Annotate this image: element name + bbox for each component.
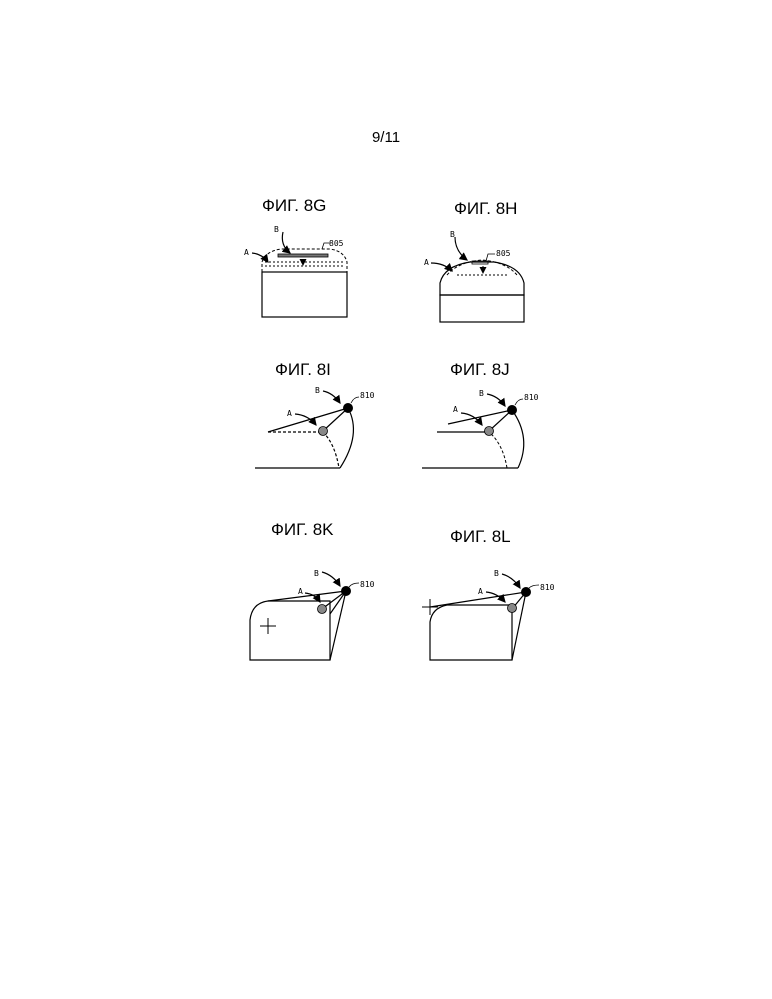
- ref-810: 810: [540, 583, 555, 592]
- arrow-b: [322, 572, 340, 586]
- label-a: A: [244, 248, 249, 257]
- figure-8i-drawing: B A 810: [255, 386, 375, 468]
- label-a: A: [424, 258, 429, 267]
- figure-8h-drawing: B A 805: [424, 230, 524, 322]
- point-a: [485, 427, 494, 436]
- point-b: [521, 587, 531, 597]
- arrow-b: [282, 232, 290, 253]
- dashed-cap-outline: [262, 249, 347, 272]
- ref-810: 810: [524, 393, 539, 402]
- label-a: A: [478, 587, 483, 596]
- curved-profile: [340, 408, 353, 468]
- point-a: [508, 604, 517, 613]
- dashed-profile: [437, 432, 507, 468]
- figure-8j-drawing: B A 810: [422, 389, 539, 468]
- arrow-b: [487, 394, 505, 406]
- ref-810: 810: [360, 580, 375, 589]
- label-b: B: [315, 386, 320, 395]
- label-a: A: [298, 587, 303, 596]
- arrow-b: [455, 237, 467, 260]
- ref-810: 810: [360, 391, 375, 400]
- label-b: B: [314, 569, 319, 578]
- ref-805: 805: [496, 249, 511, 258]
- arrow-b: [502, 574, 520, 588]
- label-b: B: [479, 389, 484, 398]
- point-b: [507, 405, 517, 415]
- arrow-b: [323, 391, 340, 403]
- layer-805: [278, 254, 328, 257]
- label-a: A: [453, 405, 458, 414]
- point-b: [341, 586, 351, 596]
- arrow-a: [252, 253, 268, 262]
- point-a: [318, 605, 327, 614]
- rounded-cap: [440, 262, 524, 295]
- point-a: [319, 427, 328, 436]
- label-b: B: [494, 569, 499, 578]
- figure-8k-drawing: B A 810: [250, 569, 375, 660]
- point-b: [343, 403, 353, 413]
- label-b: B: [274, 225, 279, 234]
- device-body: [440, 295, 524, 322]
- label-a: A: [287, 409, 292, 418]
- dashed-profile: [268, 432, 339, 468]
- device-outline: [430, 605, 512, 660]
- ref-805: 805: [329, 239, 344, 248]
- figure-8l-drawing: B A 810: [422, 569, 555, 660]
- label-b: B: [450, 230, 455, 239]
- device-body: [262, 272, 347, 317]
- figure-8g-drawing: B A 805: [244, 225, 347, 317]
- curved-profile: [512, 410, 524, 468]
